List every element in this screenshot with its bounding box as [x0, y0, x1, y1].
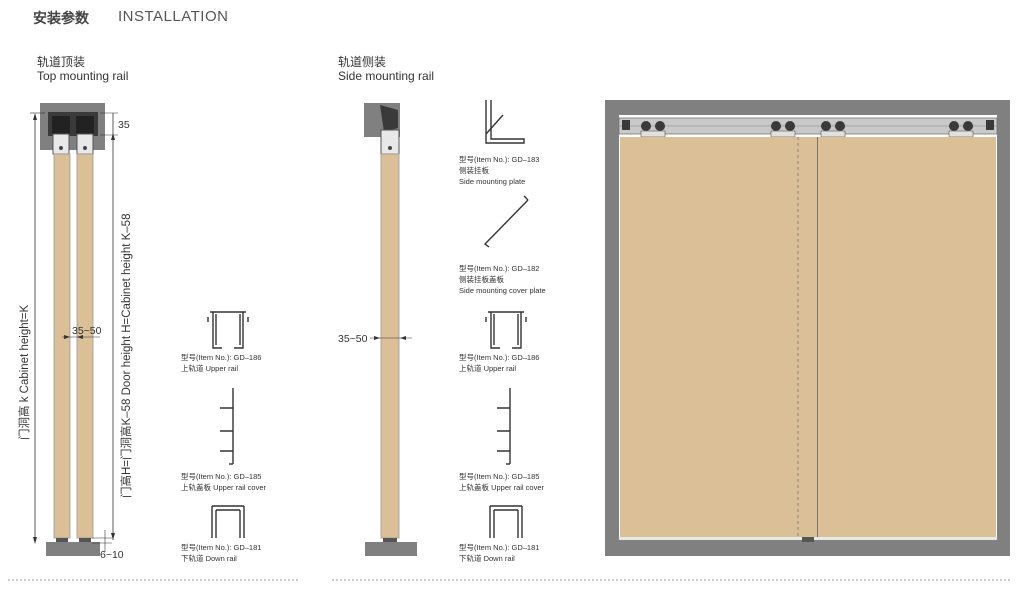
top-mount-title-cn: 轨道顶装: [37, 55, 86, 69]
front-door-left: [620, 137, 817, 537]
dim-top: 35: [118, 119, 130, 131]
side-mount-title-cn: 轨道侧装: [338, 55, 387, 69]
top-mount-title-en: Top mounting rail: [37, 69, 129, 83]
floor-block: [46, 542, 100, 556]
side-mount-title-en: Side mounting rail: [338, 69, 435, 83]
side-dim-gap: 35~50: [338, 333, 368, 345]
dim-gap: 35~50: [72, 325, 102, 337]
dim-bottom: 6~10: [100, 549, 124, 561]
section-title-cn: 安装参数: [33, 10, 89, 26]
section-title-en: INSTALLATION: [118, 8, 229, 25]
front-door-right: [818, 137, 996, 537]
